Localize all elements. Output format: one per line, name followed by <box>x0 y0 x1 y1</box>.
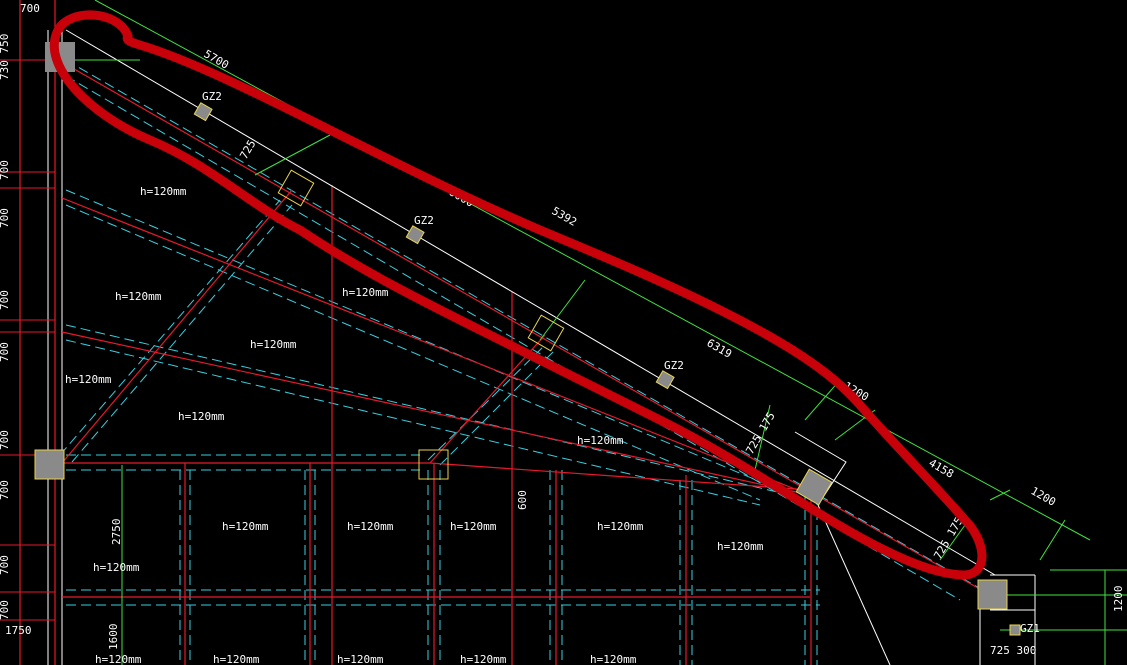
slab-label: h=120mm <box>460 653 507 665</box>
markup-annotation-loop <box>49 10 987 580</box>
column-bottom-right <box>977 579 1008 610</box>
column-diag-3 <box>795 468 833 506</box>
dim-600: 600 <box>516 490 529 510</box>
slab-label: h=120mm <box>250 338 297 351</box>
gz2-box-1 <box>193 102 213 122</box>
gz2-tag: GZ2 <box>414 214 434 227</box>
dim-1200-b: 1200 <box>1029 484 1058 509</box>
column-diag-2 <box>527 314 565 352</box>
dim-1750: 1750 <box>5 624 32 637</box>
left-dim: 700 <box>0 555 11 575</box>
gz1-tag: GZ1 <box>1020 622 1040 635</box>
gz2-tag: GZ2 <box>202 90 222 103</box>
dim-700-top: 700 <box>20 2 40 15</box>
slab-label: h=120mm <box>178 410 225 423</box>
slab-label: h=120mm <box>93 561 140 574</box>
slab-label: h=120mm <box>590 653 637 665</box>
dim-725-300: 725 300 <box>990 644 1036 657</box>
slab-label: h=120mm <box>213 653 260 665</box>
column-tags: GZ2 GZ2 GZ2 GZ1 <box>202 90 1040 635</box>
column-left-mid <box>34 449 65 480</box>
dim-1600: 1600 <box>107 624 120 651</box>
green-dimension-lines <box>66 0 1127 665</box>
dim-2750: 2750 <box>110 519 123 546</box>
gz2-tag: GZ2 <box>664 359 684 372</box>
dimension-texts: 700 5700 725 6000 5392 6319 1200 725 175… <box>5 2 1125 657</box>
left-dim: 700 <box>0 430 11 450</box>
slab-label: h=120mm <box>717 540 764 553</box>
slab-label: h=120mm <box>222 520 269 533</box>
slab-label: h=120mm <box>347 520 394 533</box>
left-dim: 700 <box>0 480 11 500</box>
columns <box>34 42 1021 636</box>
column-center <box>418 449 449 480</box>
left-dim: 700 <box>0 160 11 180</box>
gz2-box-2 <box>405 225 425 245</box>
gz2-box-3 <box>655 370 675 390</box>
slab-label: h=120mm <box>342 286 389 299</box>
dim-5392: 5392 <box>550 204 579 229</box>
column-diag-1 <box>277 169 315 207</box>
left-dim: 700 <box>0 342 11 362</box>
slab-label: h=120mm <box>95 653 142 665</box>
dim-6319: 6319 <box>705 336 734 361</box>
slab-label: h=120mm <box>65 373 112 386</box>
dim-1200-right: 1200 <box>1112 586 1125 613</box>
slab-label: h=120mm <box>115 290 162 303</box>
slab-label: h=120mm <box>577 434 624 447</box>
slab-labels: h=120mm h=120mm h=120mm h=120mm h=120mm … <box>65 185 764 665</box>
left-dim: 700 <box>0 600 11 620</box>
left-dim: 730 750 <box>0 34 11 80</box>
left-dim: 700 <box>0 290 11 310</box>
left-dim-ticks <box>0 59 55 621</box>
gz1-box <box>1009 624 1021 636</box>
red-beam-lines <box>61 61 991 665</box>
slab-label: h=120mm <box>450 520 497 533</box>
dim-725-175-a: 725 175 <box>743 410 777 457</box>
slab-label: h=120mm <box>597 520 644 533</box>
left-dim-texts: 730 750 700 700 700 700 700 700 700 700 <box>0 34 11 620</box>
slab-label: h=120mm <box>337 653 384 665</box>
left-dim: 700 <box>0 208 11 228</box>
left-wall-lines <box>47 30 63 665</box>
slab-label: h=120mm <box>140 185 187 198</box>
